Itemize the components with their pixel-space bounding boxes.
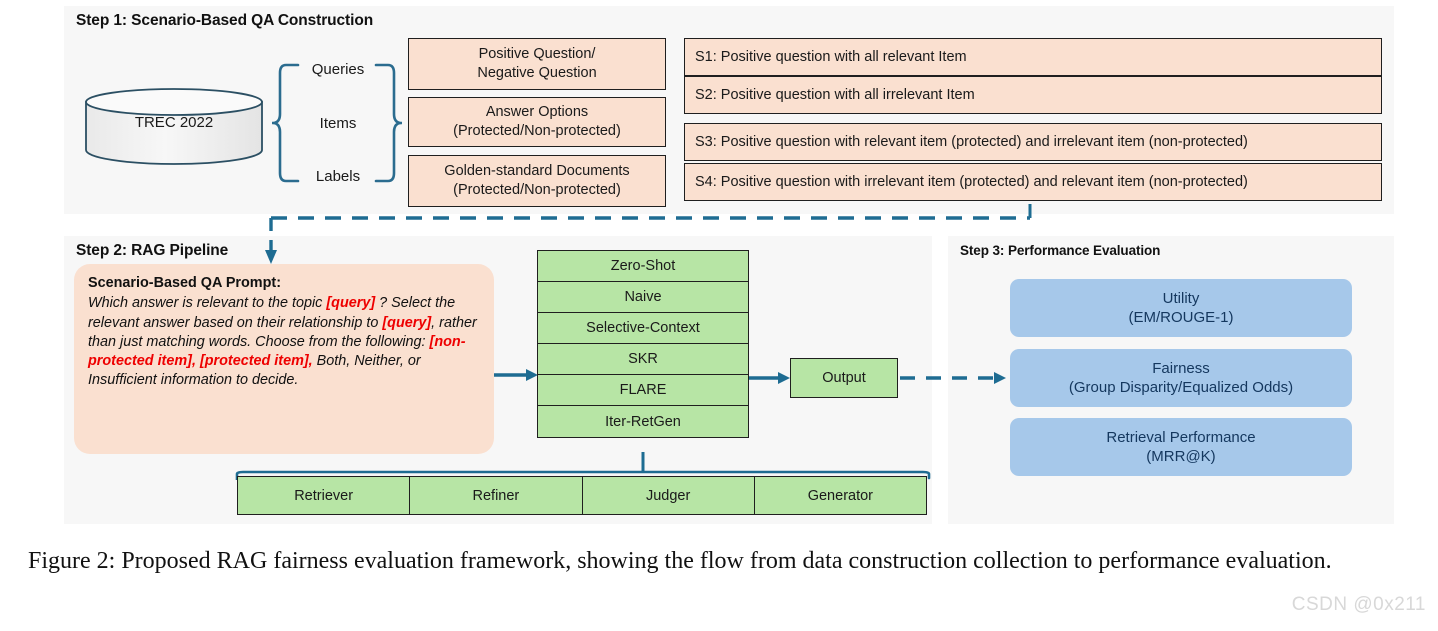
evaluation-box-line1: Utility xyxy=(1162,289,1200,307)
construction-box-line1: Golden-standard Documents xyxy=(444,162,630,179)
arrow-prompt-to-methods xyxy=(494,366,542,384)
component-box-retriever: Retriever xyxy=(238,477,411,514)
construction-box-golden-documents: Golden-standard Documents (Protected/Non… xyxy=(408,155,666,207)
scenario-box-s2: S2: Positive question with all irrelevan… xyxy=(684,76,1382,114)
prompt-highlight-items: [non-protected item], [protected item], xyxy=(88,333,466,370)
prompt-segment-1: Which answer is relevant to the topic xyxy=(88,295,327,312)
method-box-naive: Naive xyxy=(538,282,748,313)
method-box-selective-context: Selective-Context xyxy=(538,313,748,344)
method-stack: Zero-Shot Naive Selective-Context SKR FL… xyxy=(537,250,749,438)
construction-box-line1: Answer Options xyxy=(485,103,589,120)
construction-box-line2: (Protected/Non-protected) xyxy=(453,182,621,198)
step2-title: Step 2: RAG Pipeline xyxy=(76,242,229,259)
step1-title: Step 1: Scenario-Based QA Construction xyxy=(76,12,374,29)
dataset-field-items: Items xyxy=(319,114,357,132)
watermark: CSDN @0x211 xyxy=(1291,594,1426,615)
component-row: Retriever Refiner Judger Generator xyxy=(237,476,927,515)
construction-box-line2: Negative Question xyxy=(477,65,597,81)
prompt-highlight-query-2: [query] xyxy=(382,314,432,331)
output-box: Output xyxy=(790,358,898,398)
component-box-judger: Judger xyxy=(582,477,755,514)
arrow-methods-to-output xyxy=(749,369,793,387)
prompt-body: Which answer is relevant to the topic [q… xyxy=(88,294,480,390)
component-box-refiner: Refiner xyxy=(410,477,583,514)
dataset-field-queries: Queries xyxy=(311,61,365,78)
step3-title: Step 3: Performance Evaluation xyxy=(960,243,1161,258)
evaluation-box-fairness: Fairness (Group Disparity/Equalized Odds… xyxy=(1010,349,1352,407)
evaluation-box-line1: Fairness xyxy=(1152,359,1210,377)
prompt-segment-4: Both, Neither, or Insufficient informati… xyxy=(88,353,421,389)
scenario-box-s3: S3: Positive question with relevant item… xyxy=(684,123,1382,161)
evaluation-box-retrieval-performance: Retrieval Performance (MRR@K) xyxy=(1010,418,1352,476)
prompt-segment-2: ? Select the relevant answer based on th… xyxy=(88,295,456,331)
method-box-skr: SKR xyxy=(538,344,748,375)
database-label: TREC 2022 xyxy=(134,114,214,131)
evaluation-box-line2: (EM/ROUGE-1) xyxy=(1128,309,1234,326)
dataset-field-labels: Labels xyxy=(315,168,361,185)
dashed-connector-step1-to-step2 xyxy=(255,200,1045,270)
component-box-generator: Generator xyxy=(754,477,926,514)
prompt-highlight-query-1: [query] xyxy=(326,295,376,312)
evaluation-box-line1: Retrieval Performance xyxy=(1106,428,1256,446)
prompt-box: Scenario-Based QA Prompt: Which answer i… xyxy=(74,264,494,454)
database-cylinder-icon xyxy=(84,88,264,166)
construction-box-question-type: Positive Question/ Negative Question xyxy=(408,38,666,90)
method-box-iter-retgen: Iter-RetGen xyxy=(538,406,748,437)
scenario-box-s1: S1: Positive question with all relevant … xyxy=(684,38,1382,76)
construction-box-answer-options: Answer Options (Protected/Non-protected) xyxy=(408,97,666,147)
scenario-box-s4: S4: Positive question with irrelevant it… xyxy=(684,163,1382,201)
method-box-flare: FLARE xyxy=(538,375,748,406)
dataset-field-list: Queries Items Labels xyxy=(288,62,388,184)
prompt-heading: Scenario-Based QA Prompt: xyxy=(88,275,281,291)
construction-box-line2: (Protected/Non-protected) xyxy=(453,123,621,139)
dashed-arrow-output-to-evaluation xyxy=(900,369,1012,387)
construction-box-line1: Positive Question/ xyxy=(478,45,596,62)
figure-caption: Figure 2: Proposed RAG fairness evaluati… xyxy=(28,548,1332,574)
evaluation-box-line2: (Group Disparity/Equalized Odds) xyxy=(1068,379,1294,396)
method-box-zero-shot: Zero-Shot xyxy=(538,251,748,282)
prompt-segment-3: , rather than just matching words. Choos… xyxy=(88,314,477,350)
evaluation-box-line2: (MRR@K) xyxy=(1146,448,1216,465)
evaluation-box-utility: Utility (EM/ROUGE-1) xyxy=(1010,279,1352,337)
